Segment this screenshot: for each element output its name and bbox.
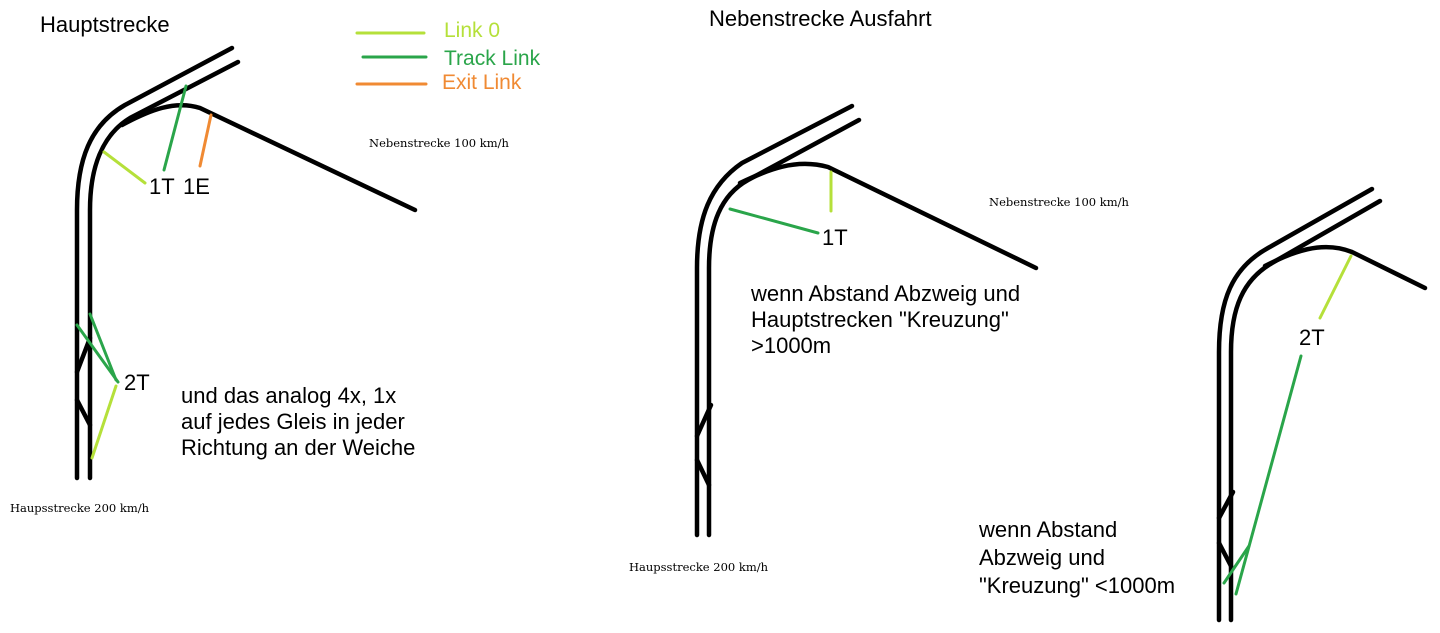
- crossover-upper: [694, 402, 714, 439]
- panel-middle-title: Nebenstrecke Ausfahrt: [709, 6, 932, 31]
- panel-right-links: [1222, 254, 1353, 596]
- legend-track-link-label: Track Link: [444, 47, 541, 70]
- note-middle-line-1: wenn Abstand Abzweig und: [751, 281, 1021, 306]
- side-speed-left: Nebenstrecke 100 km/h: [369, 136, 509, 150]
- label-1e-left: 1E: [183, 174, 210, 199]
- label-2t-right: 2T: [1299, 325, 1325, 350]
- exit-link-line-1e: [198, 113, 213, 168]
- crossover-upper: [74, 335, 93, 375]
- legend-link0-label: Link 0: [444, 19, 501, 42]
- note-middle-line-3: >1000m: [751, 333, 832, 358]
- link0-line-2t: [90, 384, 118, 460]
- legend-exit-link-label: Exit Link: [442, 71, 522, 94]
- note-middle-line-2: Hauptstrecken "Kreuzung": [751, 307, 1009, 332]
- label-2t-left: 2T: [124, 370, 150, 395]
- main-track-outer: [1216, 186, 1375, 623]
- branch-track: [1262, 244, 1428, 291]
- branch-track: [737, 161, 1039, 271]
- track-link-line-1t: [162, 84, 188, 172]
- side-speed-middle: Nebenstrecke 100 km/h: [989, 195, 1129, 209]
- track-link-line-2t-a: [75, 323, 120, 384]
- panel-left-title: Hauptstrecke: [40, 12, 170, 37]
- link0-line-1t: [102, 150, 147, 185]
- main-track-outer: [74, 45, 235, 481]
- note-left-line-1: und das analog 4x, 1x: [181, 383, 397, 408]
- track-link-line-2t: [1234, 354, 1303, 596]
- main-speed-middle: Haupsstrecke 200 km/h: [629, 560, 769, 574]
- label-1t-middle: 1T: [822, 225, 848, 250]
- link0-line-2t: [1318, 254, 1353, 320]
- note-right-line-2: Abzweig und: [979, 545, 1105, 570]
- crossover-lower: [694, 457, 712, 488]
- note-left-line-2: auf jedes Gleis in jeder: [181, 409, 405, 434]
- legend-swatches: [355, 31, 428, 86]
- track-link-line-1t: [728, 207, 820, 235]
- label-1t-left: 1T: [149, 174, 175, 199]
- crossover-upper: [1216, 489, 1236, 521]
- panel-left-tracks: [74, 45, 418, 481]
- panel-left-links: [75, 84, 213, 460]
- main-track-outer: [694, 103, 855, 538]
- crossover-lower: [1216, 540, 1234, 569]
- note-left-line-3: Richtung an der Weiche: [181, 435, 416, 460]
- branch-track: [119, 103, 418, 213]
- main-speed-left: Haupsstrecke 200 km/h: [10, 501, 150, 515]
- track-link-line-2t-side: [1222, 544, 1251, 585]
- panel-middle-links: [728, 170, 833, 235]
- track-link-line-2t-b: [88, 312, 118, 382]
- crossover-lower: [74, 397, 93, 428]
- main-track-inner: [1228, 198, 1383, 623]
- note-right-line-1: wenn Abstand: [979, 517, 1118, 542]
- panel-right-tracks: [1216, 186, 1428, 623]
- panel-middle-tracks: [694, 103, 1039, 538]
- note-right-line-3: "Kreuzung" <1000m: [979, 573, 1176, 598]
